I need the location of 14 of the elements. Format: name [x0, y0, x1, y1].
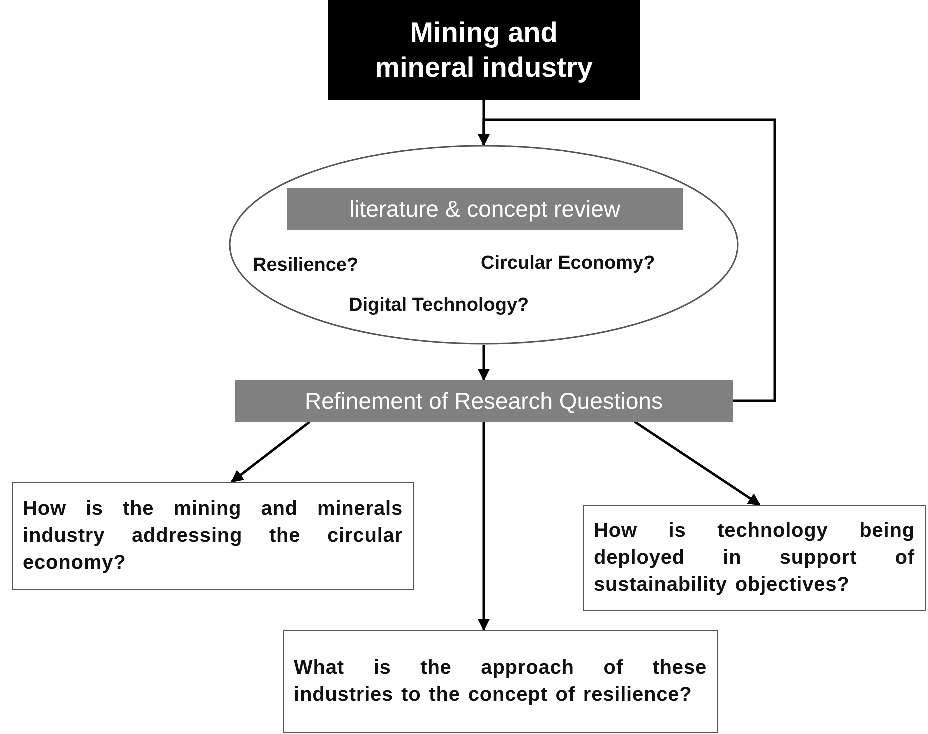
- question-box: How is technology being deployed in support of sustainability objectives?: [583, 505, 926, 611]
- question-label: Digital Technology?: [349, 295, 530, 317]
- arrow: [634, 420, 762, 506]
- process-box: Refinement of Research Questions: [235, 380, 733, 422]
- question-label: Resilience?: [253, 255, 359, 277]
- question-label: Circular Economy?: [481, 253, 656, 275]
- arrow: [231, 421, 311, 483]
- title-box: Mining and mineral industry: [328, 0, 640, 100]
- question-box: What is the approach of these industries to the concept of resilience?: [283, 630, 718, 733]
- process-box: literature & concept review: [287, 188, 683, 230]
- arrow: [478, 422, 490, 632]
- arrow: [478, 118, 776, 402]
- question-box: How is the mining and minerals industry addressing the circular economy?: [12, 482, 414, 590]
- arrow: [478, 345, 490, 382]
